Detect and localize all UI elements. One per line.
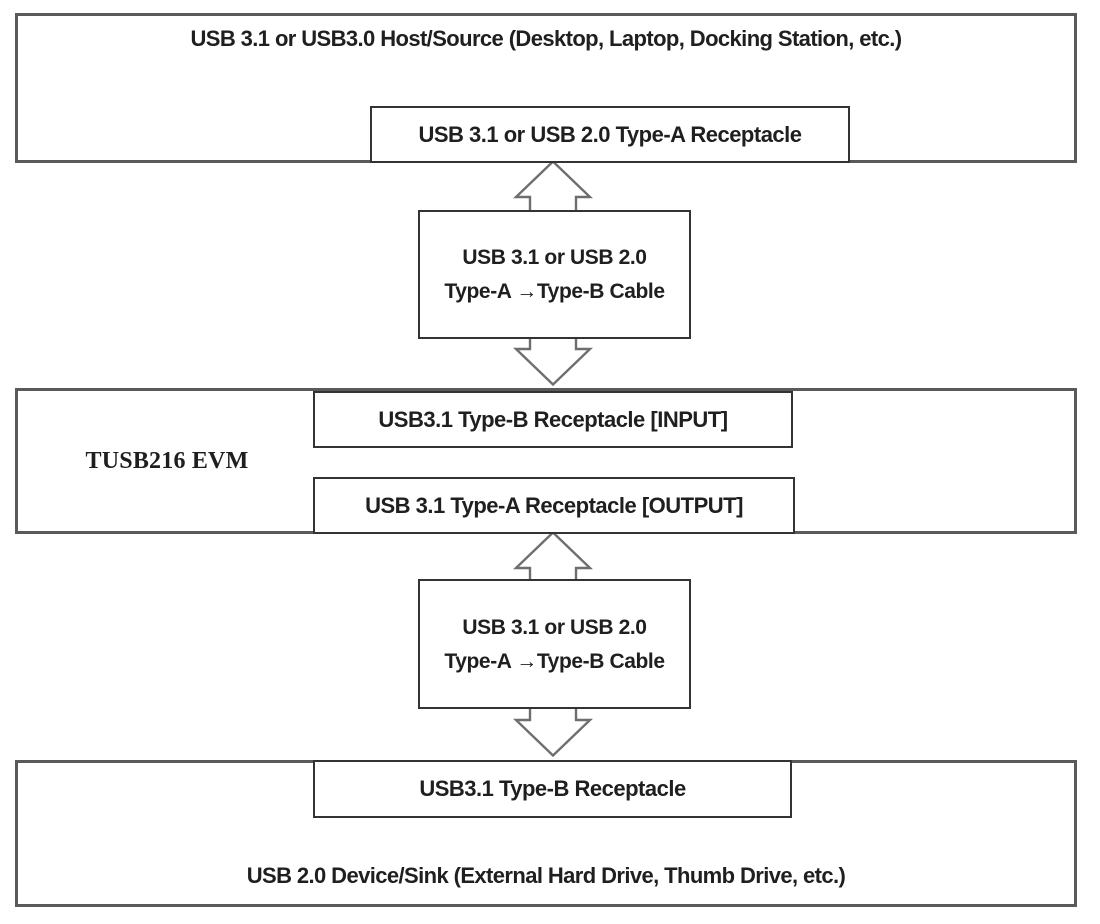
host-source-title: USB 3.1 or USB3.0 Host/Source (Desktop, … bbox=[190, 26, 902, 51]
cable-bottom-line1: USB 3.1 or USB 2.0 bbox=[462, 615, 647, 639]
device-sink-title: USB 2.0 Device/Sink (External Hard Drive… bbox=[246, 863, 846, 888]
evm-input-receptacle-box: USB3.1 Type-B Receptacle [INPUT] bbox=[313, 391, 793, 448]
cable-box-bottom: USB 3.1 or USB 2.0 Type-A →Type-B Cable bbox=[418, 579, 691, 709]
cable-box-top: USB 3.1 or USB 2.0 Type-A →Type-B Cable bbox=[418, 210, 691, 339]
host-typea-receptacle-label: USB 3.1 or USB 2.0 Type-A Receptacle bbox=[418, 121, 802, 147]
device-typeb-receptacle-box: USB3.1 Type-B Receptacle bbox=[313, 760, 792, 818]
tusb216-evm-label: TUSB216 EVM bbox=[85, 447, 249, 474]
host-typea-receptacle-box: USB 3.1 or USB 2.0 Type-A Receptacle bbox=[370, 106, 850, 163]
evm-output-receptacle-box: USB 3.1 Type-A Receptacle [OUTPUT] bbox=[313, 477, 795, 534]
cable-top-line1: USB 3.1 or USB 2.0 bbox=[462, 246, 647, 269]
evm-input-receptacle-label: USB3.1 Type-B Receptacle [INPUT] bbox=[378, 406, 728, 432]
device-typeb-receptacle-label: USB3.1 Type-B Receptacle bbox=[419, 776, 686, 801]
cable-bottom-line2: Type-A →Type-B Cable bbox=[444, 649, 665, 673]
evm-output-receptacle-label: USB 3.1 Type-A Receptacle [OUTPUT] bbox=[365, 492, 743, 518]
cable-top-line2: Type-A →Type-B Cable bbox=[444, 280, 665, 303]
